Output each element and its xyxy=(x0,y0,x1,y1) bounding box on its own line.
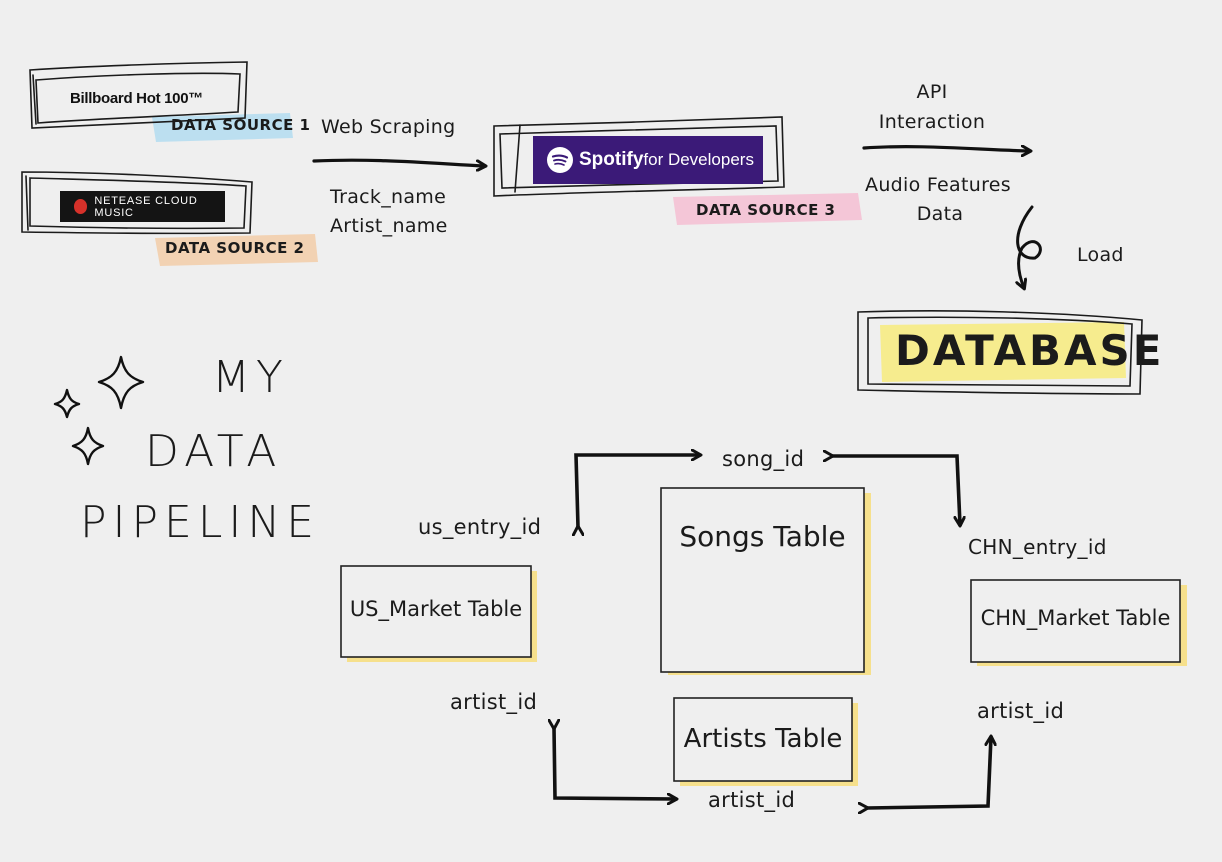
netease-icon xyxy=(74,199,88,214)
audio-label-line2: Data xyxy=(916,203,964,225)
songs-table-label: Songs Table xyxy=(679,520,846,553)
artist-id-key-right: artist_id xyxy=(977,699,1065,723)
api-label-line2: Interaction xyxy=(878,111,986,133)
artist-id-key-bottom: artist_id xyxy=(708,788,796,812)
database-frame xyxy=(857,310,1143,395)
api-label-line1: API xyxy=(916,81,948,103)
us-entry-id-key: us_entry_id xyxy=(418,515,542,539)
netease-frame xyxy=(21,171,253,235)
data-source-1-tag: DATA SOURCE 1 xyxy=(171,116,311,134)
us-song-arrow xyxy=(576,455,700,527)
us-box xyxy=(340,565,532,658)
chn-artist-arrow xyxy=(867,737,991,808)
title-line-3: PIPELINE xyxy=(80,497,321,548)
spotify-logo-light: for Developers xyxy=(643,150,754,169)
audio-label-line1: Audio Features xyxy=(865,174,1011,196)
chn-box xyxy=(970,579,1181,663)
chn-market-table-label: CHN_Market Table xyxy=(980,606,1171,630)
billboard-logo: Billboard Hot 100™ xyxy=(70,90,203,107)
chn-entry-id-key: CHN_entry_id xyxy=(968,535,1107,559)
artist-name-label: Artist_name xyxy=(330,215,448,237)
tag3-highlight xyxy=(673,193,862,225)
artists-box xyxy=(673,697,853,782)
data-source-2-tag: DATA SOURCE 2 xyxy=(165,239,305,257)
us-market-table-label: US_Market Table xyxy=(349,597,523,621)
spotify-logo-strong: Spotify xyxy=(579,149,644,170)
us-artist-arrow xyxy=(554,728,676,799)
song-id-key: song_id xyxy=(722,447,805,471)
web-scraping-arrow xyxy=(312,158,485,166)
artist-id-key-left: artist_id xyxy=(450,690,538,714)
spotify-logo: Spotify for Developers xyxy=(533,136,763,184)
track-name-label: Track_name xyxy=(330,186,447,208)
billboard-frame xyxy=(29,61,248,129)
artists-table-label: Artists Table xyxy=(683,724,843,754)
load-arrow xyxy=(1018,205,1042,288)
sparkle-icons xyxy=(53,355,145,466)
songs-box xyxy=(660,487,865,673)
title-line-2: DATA xyxy=(145,426,283,477)
netease-logo: NETEASE CLOUD MUSIC xyxy=(60,191,225,222)
api-arrow xyxy=(862,147,1030,151)
load-label: Load xyxy=(1077,244,1124,266)
database-highlight xyxy=(880,322,1126,382)
database-title: DATABASE xyxy=(895,326,1165,375)
spotify-icon xyxy=(547,147,573,173)
web-scraping-label: Web Scraping xyxy=(321,116,456,138)
chn-song-arrow xyxy=(832,456,960,525)
netease-logo-text: NETEASE CLOUD MUSIC xyxy=(94,194,198,219)
title-line-1: MY xyxy=(212,352,289,403)
data-source-3-tag: DATA SOURCE 3 xyxy=(696,201,836,219)
tag2-highlight xyxy=(155,234,318,266)
spotify-frame xyxy=(493,116,785,197)
